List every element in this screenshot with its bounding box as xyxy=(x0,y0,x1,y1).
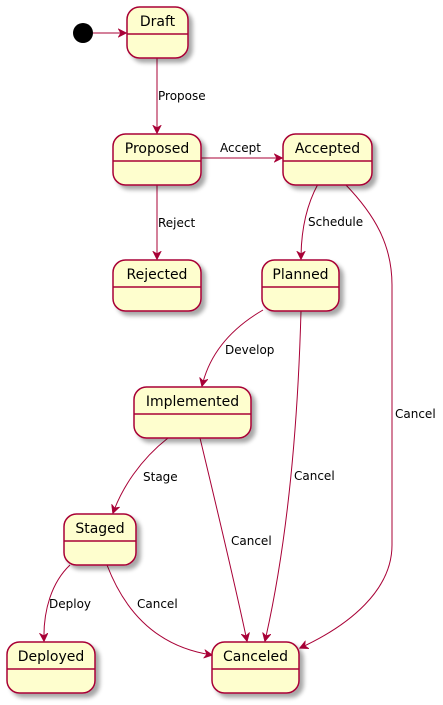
transition-deploy xyxy=(44,564,71,641)
state-rejected-label: Rejected xyxy=(127,267,188,283)
transition-label-stage: Stage xyxy=(143,470,178,484)
initial-state xyxy=(73,23,93,43)
states: Draft Proposed Accepted Rejected Planned… xyxy=(6,6,373,694)
transition-implemented-cancel xyxy=(199,437,247,641)
state-proposed-label: Proposed xyxy=(125,141,189,157)
transition-stage xyxy=(113,437,169,513)
state-accepted[interactable]: Accepted xyxy=(282,133,373,186)
transition-planned-cancel xyxy=(265,310,302,641)
transition-label-staged-cancel: Cancel xyxy=(137,597,178,611)
transition-label-planned-cancel: Cancel xyxy=(294,469,335,483)
state-planned-label: Planned xyxy=(272,267,328,283)
state-planned[interactable]: Planned xyxy=(261,259,340,312)
state-implemented[interactable]: Implemented xyxy=(133,386,252,439)
state-draft-label: Draft xyxy=(140,14,176,30)
transition-label-develop: Develop xyxy=(225,343,274,357)
transition-label-schedule: Schedule xyxy=(308,215,363,229)
transition-label-propose: Propose xyxy=(158,89,206,103)
transition-label-reject: Reject xyxy=(158,216,195,230)
transition-label-accepted-cancel: Cancel xyxy=(395,407,436,421)
transition-label-implemented-cancel: Cancel xyxy=(231,534,272,548)
state-accepted-label: Accepted xyxy=(295,141,360,157)
state-canceled[interactable]: Canceled xyxy=(211,641,300,694)
state-implemented-label: Implemented xyxy=(146,394,239,410)
transition-accepted-cancel xyxy=(300,183,393,648)
transition-develop xyxy=(202,309,264,386)
state-deployed-label: Deployed xyxy=(18,649,85,665)
state-canceled-label: Canceled xyxy=(223,649,288,665)
state-proposed[interactable]: Proposed xyxy=(112,133,202,186)
transition-schedule xyxy=(301,183,319,259)
transitions: Propose Accept Reject Schedule Cancel De… xyxy=(44,33,436,655)
state-deployed[interactable]: Deployed xyxy=(6,641,96,694)
transition-staged-cancel xyxy=(106,564,212,655)
state-staged[interactable]: Staged xyxy=(63,513,137,566)
transition-label-accept: Accept xyxy=(220,141,261,155)
state-draft[interactable]: Draft xyxy=(126,6,189,59)
transition-label-deploy: Deploy xyxy=(49,597,91,611)
state-staged-label: Staged xyxy=(75,521,124,537)
state-rejected[interactable]: Rejected xyxy=(112,259,202,312)
